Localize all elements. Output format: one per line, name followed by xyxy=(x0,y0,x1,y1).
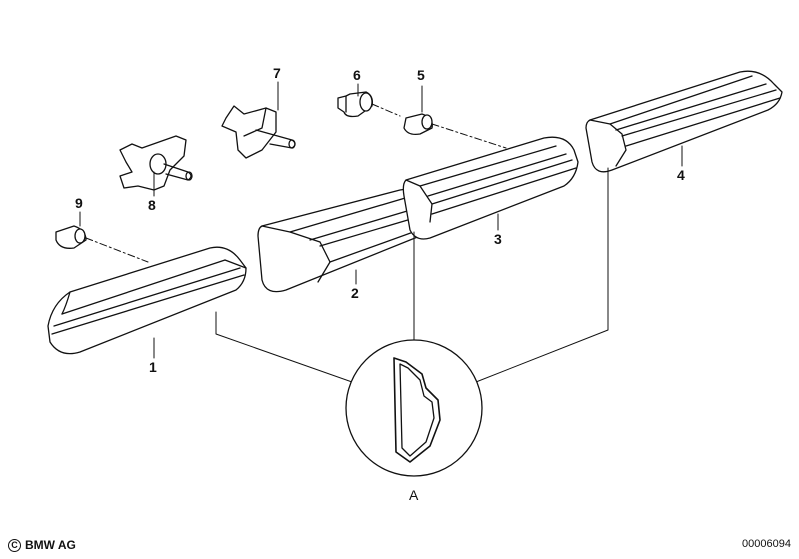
callout-4[interactable]: 4 xyxy=(677,167,685,183)
copyright-text: BMW AG xyxy=(25,538,76,552)
diagram-id: 00006094 xyxy=(742,538,791,550)
bolt-part-6[interactable] xyxy=(337,91,374,118)
trim-strip-part-1[interactable] xyxy=(47,246,247,355)
detail-label-a: A xyxy=(409,487,419,503)
section-lines xyxy=(215,167,609,383)
callout-1[interactable]: 1 xyxy=(149,359,157,375)
retaining-clip-part-8[interactable] xyxy=(119,135,193,191)
leader-lines xyxy=(79,81,683,359)
copyright-icon: C xyxy=(8,538,21,552)
assembly-lines xyxy=(85,103,507,263)
callout-labels: 1 2 3 4 5 6 7 8 9 A xyxy=(75,65,685,503)
mounting-clip-part-7[interactable] xyxy=(221,105,296,159)
bushing-part-9[interactable] xyxy=(55,225,87,249)
callout-5[interactable]: 5 xyxy=(417,67,425,83)
callout-9[interactable]: 9 xyxy=(75,195,83,211)
bushing-part-5[interactable] xyxy=(403,113,433,136)
callout-6[interactable]: 6 xyxy=(353,67,361,83)
callout-3[interactable]: 3 xyxy=(494,231,502,247)
callout-2[interactable]: 2 xyxy=(351,285,359,301)
detail-a-magnifier xyxy=(345,339,483,477)
callout-7[interactable]: 7 xyxy=(273,65,281,81)
callout-8[interactable]: 8 xyxy=(148,197,156,213)
copyright-notice: C BMW AG xyxy=(8,538,76,552)
trim-strip-part-3[interactable] xyxy=(402,136,579,240)
trim-strip-part-4[interactable] xyxy=(585,70,783,173)
